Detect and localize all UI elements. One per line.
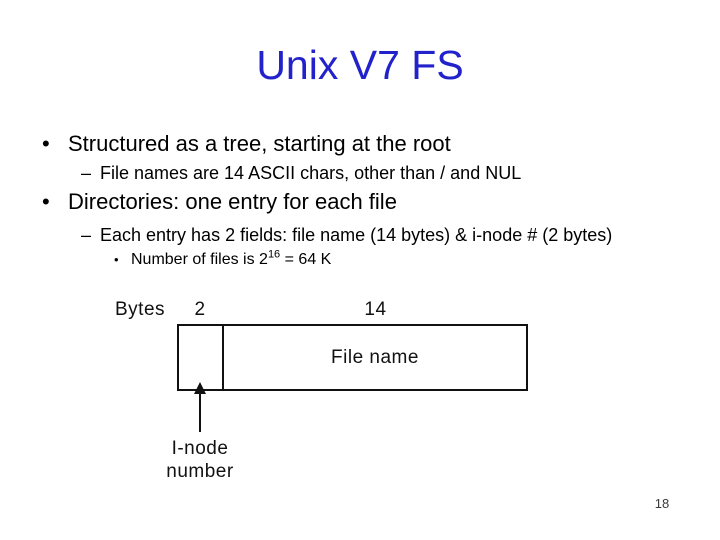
exponent-text: 16 [267, 248, 281, 261]
bytes-axis-label: Bytes [115, 299, 166, 320]
field-divider-line [222, 326, 224, 389]
bullet-text: Directories: one entry for each file [68, 189, 397, 214]
sub-sub-bullet-text: Number of files is 216 = 64 K [131, 248, 332, 270]
inode-pointer-arrow-line [199, 393, 201, 432]
sub-bullet-text: File names are 14 ASCII chars, other tha… [100, 163, 522, 183]
bullet-marker: • [42, 131, 50, 156]
inode-number-label: I-node number [155, 437, 245, 483]
inode-field-cell [179, 326, 222, 389]
bullet-text: Structured as a tree, starting at the ro… [68, 131, 451, 156]
dash-marker: – [81, 225, 92, 245]
bullet-marker: • [114, 252, 119, 267]
page-number: 18 [654, 496, 670, 511]
inode-number-label-line2: number [166, 461, 234, 482]
inode-field-size-label: 2 [194, 299, 206, 320]
file-count-text: Number of files is 2 [131, 251, 268, 268]
inode-number-label-line1: I-node [171, 438, 229, 459]
directory-entry-box: File name [177, 324, 528, 391]
filename-field-cell: File name [224, 326, 526, 389]
file-count-result-text: = 64 K [280, 251, 332, 268]
arrow-up-icon [194, 382, 206, 394]
bullet-marker: • [42, 189, 50, 214]
filename-field-label: File name [331, 346, 419, 368]
sub-bullet-text: Each entry has 2 fields: file name (14 b… [100, 225, 613, 245]
filename-field-size-label: 14 [364, 299, 387, 320]
page-title: Unix V7 FS [256, 42, 464, 88]
dash-marker: – [81, 163, 92, 183]
